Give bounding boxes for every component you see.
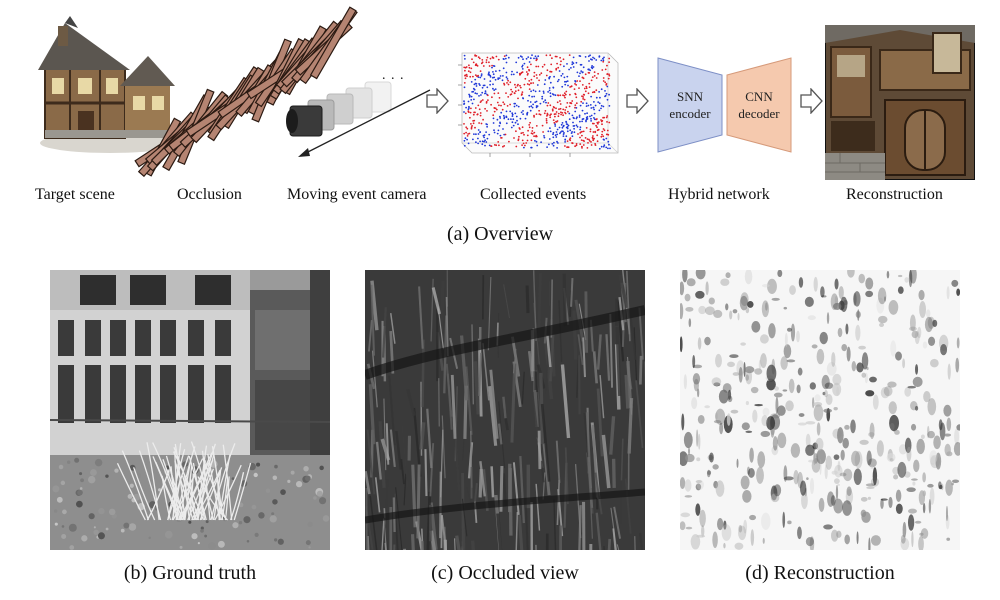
reconstruction-result-image bbox=[680, 270, 960, 550]
encoder-label: encoder bbox=[669, 106, 711, 121]
reconstruction-caption: (d) Reconstruction bbox=[745, 562, 895, 584]
flow-arrow-icon bbox=[426, 88, 449, 114]
stage-label-hybrid-network: Hybrid network bbox=[668, 186, 770, 203]
stage-label-moving-event-camera: Moving event camera bbox=[287, 186, 427, 203]
ellipsis: . . . bbox=[382, 68, 405, 83]
ground-truth-caption: (b) Ground truth bbox=[123, 562, 257, 584]
moving-camera-image bbox=[286, 81, 431, 157]
decoder-label: decoder bbox=[738, 106, 780, 121]
snn-encoder-block bbox=[657, 57, 723, 153]
snn-label: SNN bbox=[677, 89, 704, 104]
stage-label-occlusion: Occlusion bbox=[177, 186, 242, 203]
ground-truth-image bbox=[50, 270, 330, 550]
flow-arrow-icon bbox=[800, 88, 823, 114]
hybrid-network-diagram: SNN encoder CNN decoder bbox=[657, 57, 792, 153]
occluded-view-caption: (c) Occluded view bbox=[431, 562, 579, 584]
stage-label-target-scene: Target scene bbox=[35, 186, 115, 203]
cnn-label: CNN bbox=[745, 89, 773, 104]
occluded-view-image bbox=[365, 270, 645, 550]
overview-caption: (a) Overview bbox=[446, 223, 554, 245]
occlusion-image bbox=[134, 6, 358, 178]
cnn-decoder-block bbox=[726, 57, 792, 153]
collected-events-plot bbox=[458, 52, 619, 157]
target-scene-image bbox=[38, 16, 180, 153]
stage-label-collected-events: Collected events bbox=[480, 186, 587, 203]
stage-label-reconstruction: Reconstruction bbox=[846, 186, 943, 203]
flow-arrow-icon bbox=[626, 88, 649, 114]
reconstruction-preview-image bbox=[825, 25, 975, 180]
